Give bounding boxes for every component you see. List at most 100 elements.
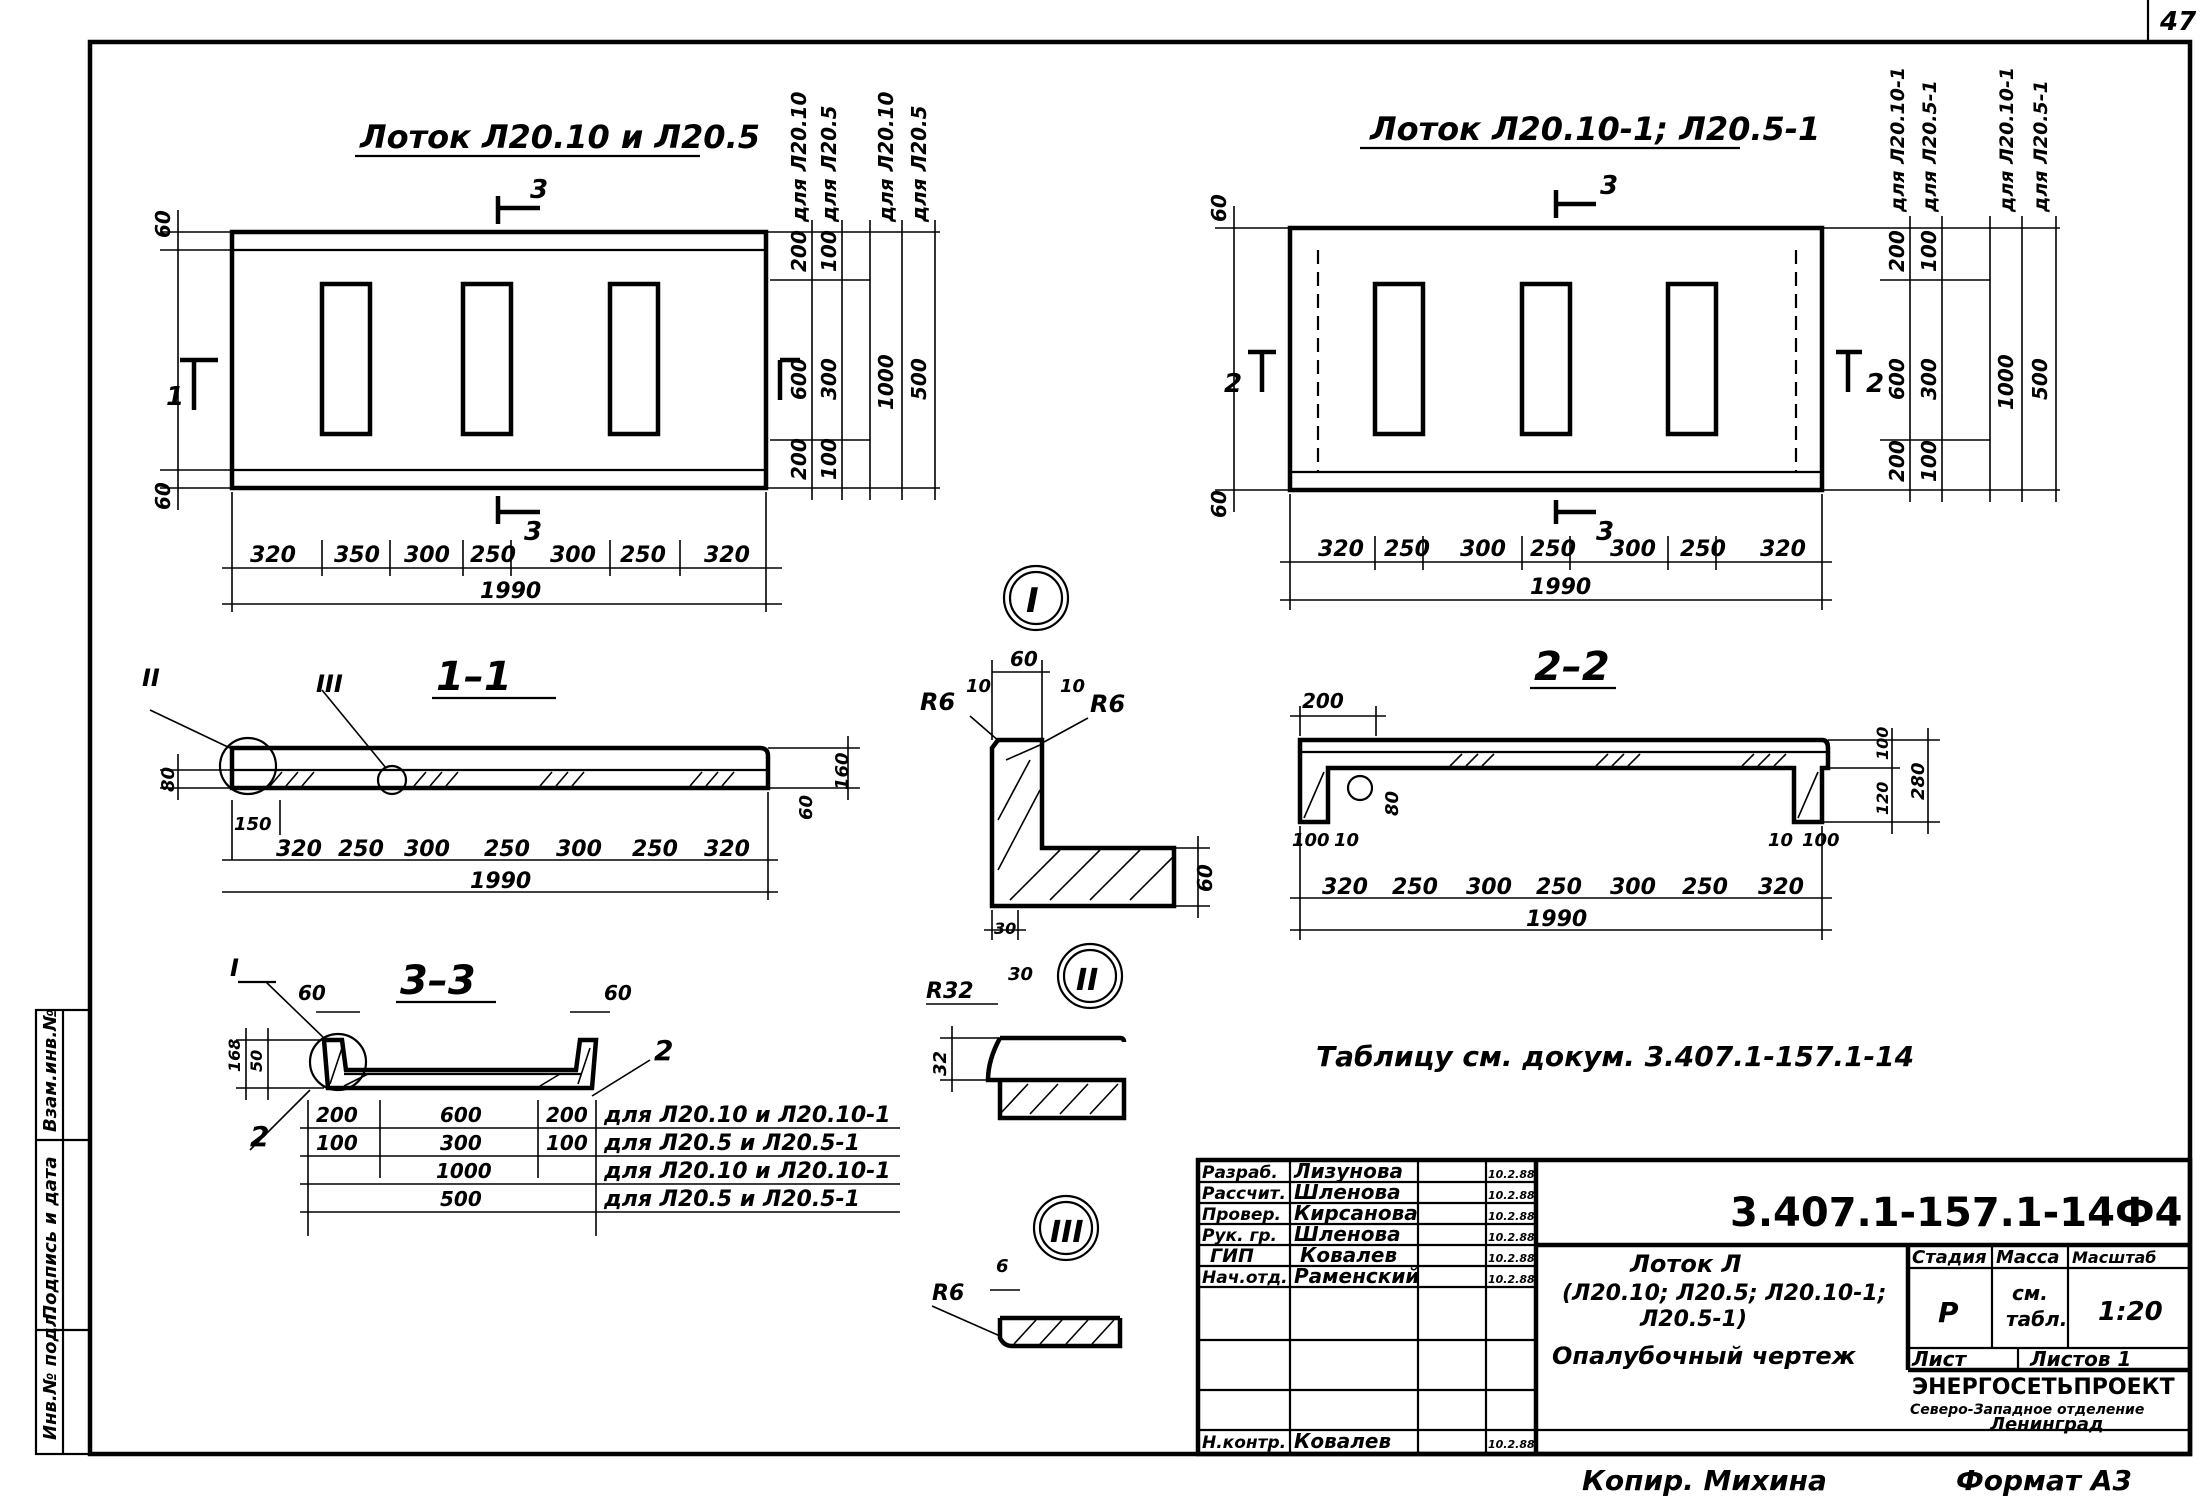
detail-II-label: II: [1076, 963, 1098, 998]
plan-view-right: Лоток Л20.10-1; Л20.5-1 3 3 2 2 60 60: [1207, 67, 2060, 610]
section-3-3-r1-note: для Л20.10 и Л20.10-1: [603, 1103, 891, 1128]
plan-right-note-2: для Л20.5-1: [1919, 80, 1941, 213]
detail-I-60-right: 60: [1193, 864, 1217, 892]
tb-doc-code: 3.407.1-157.1-14Ф4: [1730, 1190, 2182, 1236]
plan-left-seg-4: 250: [470, 543, 516, 568]
plan-right-seg-3: 300: [1460, 537, 1506, 562]
plan-right-600: 600: [1885, 358, 1909, 400]
plan-right-note-3: для Л20.10-1: [1996, 67, 2018, 213]
side-stamp-inv: Инв.№ подл.: [40, 1307, 61, 1440]
plan-right-100-top: 100: [1917, 230, 1941, 272]
section-3-3-pos-I: I: [230, 954, 239, 982]
tb-role-2: Рассчит.: [1202, 1184, 1286, 1204]
tb-name-7: Ковалев: [1294, 1429, 1391, 1453]
plan-left-1000: 1000: [874, 354, 898, 410]
tb-stage-header: Стадия: [1912, 1247, 1987, 1268]
plan-left-seg-6: 250: [620, 543, 666, 568]
tb-role-4: Рук. гр.: [1202, 1226, 1277, 1246]
plan-left-seg-5: 300: [550, 543, 596, 568]
section-1-1-seg-6: 250: [632, 837, 678, 862]
detail-II: II R32 30 32: [926, 942, 1127, 1121]
tb-date-2: 10.2.88: [1488, 1189, 1535, 1202]
section-1-1-60: 60: [796, 795, 817, 820]
sheet-number: 47: [2159, 7, 2197, 37]
tb-mass-1: см.: [2012, 1281, 2048, 1305]
tb-role-3: Провер.: [1202, 1205, 1281, 1225]
section-2-2-seg-3: 300: [1466, 875, 1512, 900]
section-3-3-r1-a: 200: [316, 1103, 358, 1127]
cut-3-top-right: 3: [1600, 171, 1618, 201]
plan-left-edge-top: 60: [151, 210, 175, 238]
section-3-3-r1-c: 200: [546, 1103, 588, 1127]
plan-left-total: 1990: [480, 579, 541, 604]
plan-right-seg-4: 250: [1530, 537, 1576, 562]
tb-sheets-header: Листов 1: [2029, 1347, 2131, 1371]
section-3-3-r4-b: 500: [440, 1187, 482, 1211]
detail-III-6: 6: [996, 1256, 1009, 1277]
section-2-2-10-left: 10: [1334, 830, 1359, 851]
plan-right-200-top: 200: [1885, 230, 1909, 272]
plan-left-seg-3: 300: [404, 543, 450, 568]
plan-left-seg-1: 320: [250, 543, 296, 568]
section-3-3-r3-b: 1000: [436, 1159, 492, 1183]
section-2-2-10-right: 10: [1768, 830, 1793, 851]
tb-role-1: Разраб.: [1202, 1163, 1278, 1183]
plan-left-note-2: для Л20.5: [817, 105, 841, 223]
plan-left-seg-7: 320: [704, 543, 750, 568]
section-2-2-seg-6: 250: [1682, 875, 1728, 900]
plan-left-note-4: для Л20.5: [907, 105, 931, 223]
tb-date-5: 10.2.88: [1488, 1252, 1535, 1265]
cut-2-right: 2: [1866, 369, 1884, 399]
section-2-2-seg-2: 250: [1392, 875, 1438, 900]
tb-name-line-4: Опалубочный чертеж: [1552, 1342, 1857, 1370]
cut-1-left: 1: [166, 382, 184, 412]
format-note: Формат А3: [1956, 1464, 2132, 1497]
copy-note: Копир. Михина: [1582, 1464, 1827, 1497]
tb-date-3: 10.2.88: [1488, 1210, 1535, 1223]
tb-sheet-header: Лист: [1911, 1347, 1967, 1371]
section-2-2-100: 100: [1873, 727, 1892, 760]
tb-name-2: Шленова: [1294, 1180, 1401, 1204]
detail-I-label: I: [1026, 581, 1039, 621]
section-1-1-total: 1990: [470, 869, 531, 894]
detail-II-r32: R32: [926, 979, 974, 1004]
tb-name-line-2: (Л20.10; Л20.5; Л20.10-1;: [1562, 1281, 1886, 1306]
section-2-2-seg-7: 320: [1758, 875, 1804, 900]
tb-date-7: 10.2.88: [1488, 1438, 1535, 1451]
detail-II-callout: [218, 736, 278, 796]
tb-mass-2: табл.: [2006, 1307, 2067, 1331]
section-2-2-seg-4: 250: [1536, 875, 1582, 900]
detail-II-32: 32: [930, 1051, 951, 1076]
detail-I-30: 30: [994, 919, 1016, 938]
plan-right-edge-top: 60: [1207, 194, 1231, 222]
tb-name-6: Раменский: [1294, 1264, 1419, 1288]
side-stamp: Инв.№ подл. Подпись и дата Взам.инв.№: [34, 1008, 92, 1456]
tb-mass-header: Масса: [1996, 1247, 2060, 1268]
plan-right-seg-7: 320: [1760, 537, 1806, 562]
section-2-2-100-left: 100: [1292, 830, 1330, 851]
plan-left-note-3: для Л20.10: [874, 91, 898, 223]
section-1-1-title: 1–1: [436, 654, 512, 700]
tb-scale-header: Масштаб: [2072, 1248, 2156, 1267]
cut-2-left: 2: [1224, 369, 1242, 399]
section-3-3-pos-2-left: 2: [250, 1120, 269, 1153]
tb-role-7: Н.контр.: [1202, 1433, 1286, 1453]
detail-II-30: 30: [1008, 964, 1033, 985]
section-3-3-r2-a: 100: [316, 1131, 358, 1155]
section-2-2: 2–2 200 100 120 280 80 100 10 10 100 320: [1290, 644, 1940, 940]
section-2-2-120: 120: [1873, 782, 1892, 815]
tb-role-6: Нач.отд.: [1202, 1268, 1288, 1288]
plan-left-100-top: 100: [817, 230, 841, 272]
plan-left-title: Лоток Л20.10 и Л20.5: [359, 118, 760, 156]
plan-right-seg-2: 250: [1384, 537, 1430, 562]
tb-name-line-3: Л20.5-1): [1639, 1307, 1747, 1332]
plan-left-200-top: 200: [787, 230, 811, 272]
section-3-3-50: 50: [247, 1050, 266, 1072]
section-3-3-r3-note: для Л20.10 и Л20.10-1: [603, 1159, 891, 1184]
section-2-2-seg-5: 300: [1610, 875, 1656, 900]
plan-left-100-bottom: 100: [817, 438, 841, 480]
section-1-1-seg-7: 320: [704, 837, 750, 862]
detail-III-label: III: [1050, 1215, 1084, 1250]
plan-left-600: 600: [787, 358, 811, 400]
